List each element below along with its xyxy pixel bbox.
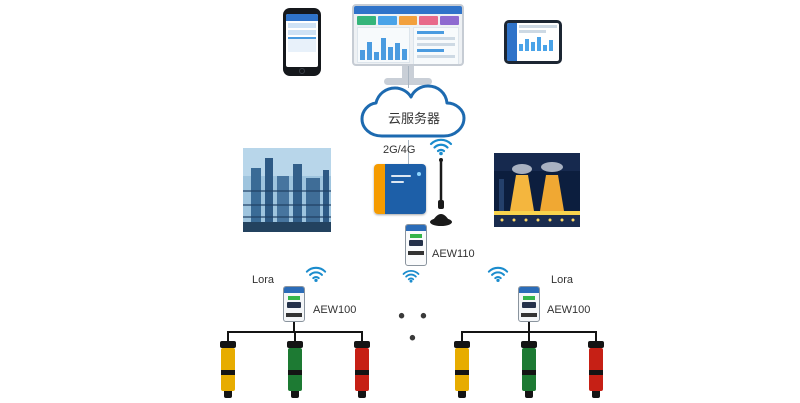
ct-sensor-yellow	[454, 341, 470, 398]
device-bus-wire	[293, 322, 295, 332]
device-bus-wire	[528, 322, 530, 332]
dashboard-list-panel	[413, 27, 459, 64]
wifi-icon	[305, 266, 327, 283]
bus-wire	[461, 331, 597, 333]
gateway-device	[374, 164, 426, 214]
dashboard-charts	[354, 25, 462, 64]
aew110-label: AEW110	[432, 248, 475, 260]
lora-label: Lora	[551, 274, 574, 286]
tablet-screen	[507, 23, 559, 61]
gateway-led	[417, 172, 421, 176]
sensor-wire	[528, 333, 530, 341]
aew110-screen	[409, 240, 423, 246]
aew110-led	[410, 234, 422, 238]
aew100-label: AEW100	[547, 304, 591, 316]
sensor-wire	[227, 333, 229, 341]
wifi-icon	[402, 270, 420, 283]
bus-wire	[227, 331, 363, 333]
cloud-label: 云服务器	[387, 111, 440, 126]
gateway-side-panel	[374, 164, 385, 214]
desktop-monitor	[352, 4, 464, 85]
wifi-icon	[429, 138, 453, 156]
network-2g4g-label: 2G/4G	[383, 144, 416, 156]
cloud-icon	[360, 84, 466, 138]
aew110-top	[406, 225, 426, 231]
dashboard-bar-chart	[357, 27, 410, 63]
aew100-device	[518, 286, 540, 322]
ct-sensor-red	[588, 341, 604, 398]
sensor-wire	[294, 333, 296, 341]
dashboard-header	[354, 6, 462, 14]
plant-photo-left	[243, 148, 331, 232]
sensor-wire	[461, 333, 463, 341]
sensor-wire	[361, 333, 363, 341]
ct-sensor-yellow	[220, 341, 236, 398]
ellipsis: • • •	[398, 306, 432, 349]
plant-photo-right	[494, 153, 580, 227]
ct-sensor-green	[521, 341, 537, 398]
phone-home-button	[299, 68, 305, 74]
lora-label: Lora	[252, 274, 275, 286]
dashboard-kpi-tiles	[354, 14, 462, 25]
aew110-terminals	[408, 251, 424, 255]
smartphone	[283, 8, 321, 76]
ct-sensor-red	[354, 341, 370, 398]
aew110-device	[405, 224, 427, 266]
sensor-wire	[595, 333, 597, 341]
gateway-face	[385, 164, 426, 214]
monitor-screen	[352, 4, 464, 66]
ct-sensor-green	[287, 341, 303, 398]
aew100-label: AEW100	[313, 304, 357, 316]
antenna-icon	[430, 158, 452, 226]
wifi-icon	[487, 266, 509, 283]
monitor-cloud-wire	[408, 66, 409, 88]
tablet	[504, 20, 562, 64]
cloud-gateway-wire	[408, 140, 409, 166]
smartphone-screen	[286, 14, 318, 67]
aew100-device	[283, 286, 305, 322]
